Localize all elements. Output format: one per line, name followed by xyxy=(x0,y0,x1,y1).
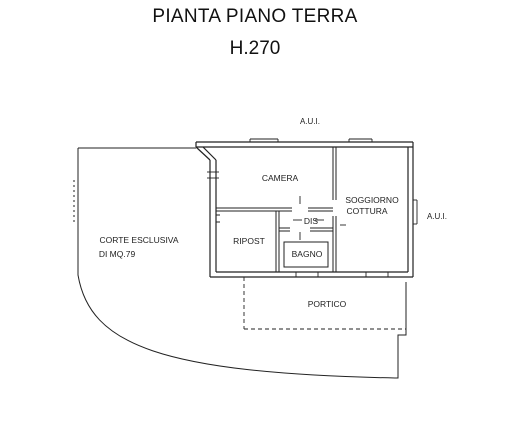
height-label: H.270 xyxy=(229,38,281,59)
label-cottura: COTTURA xyxy=(346,206,387,216)
windows xyxy=(207,138,418,277)
courtyard-outline xyxy=(73,147,407,379)
label-camera: CAMERA xyxy=(262,173,299,183)
label-corte-area: DI MQ.79 xyxy=(99,249,136,259)
label-dis: DIS xyxy=(304,216,319,226)
portico-outline xyxy=(243,277,406,330)
label-corte: CORTE ESCLUSIVA xyxy=(99,235,178,245)
label-portico: PORTICO xyxy=(308,299,347,309)
label-ripost: RIPOST xyxy=(233,236,265,246)
label-aui-right: A.U.I. xyxy=(427,212,447,221)
label-bagno: BAGNO xyxy=(292,249,323,259)
exterior-walls xyxy=(195,141,414,278)
door-markers xyxy=(293,196,346,240)
label-soggiorno: SOGGIORNO xyxy=(345,195,399,205)
label-aui-top: A.U.I. xyxy=(300,117,320,126)
interior-walls xyxy=(216,147,337,272)
plan-title: PIANTA PIANO TERRA xyxy=(152,6,358,27)
